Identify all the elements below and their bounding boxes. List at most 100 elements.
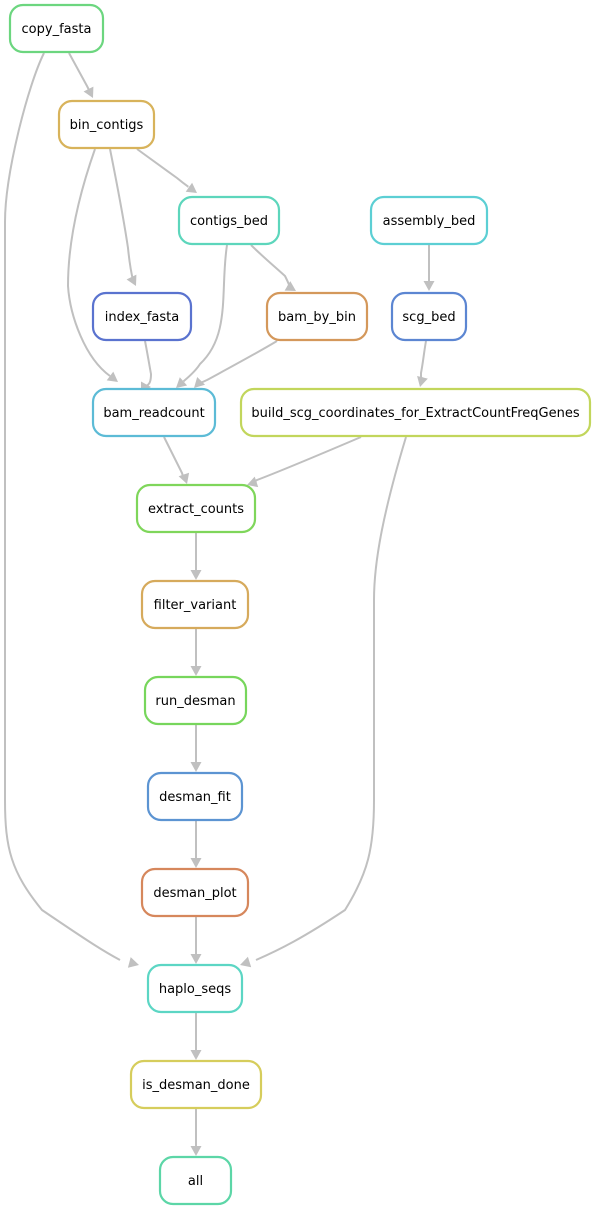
node-scg_bed[interactable]: scg_bed <box>390 291 468 342</box>
node-box <box>265 291 369 342</box>
edge-is_desman_done-to-all <box>190 1109 202 1156</box>
node-box <box>129 1059 263 1110</box>
node-bam_readcount[interactable]: bam_readcount <box>91 387 217 438</box>
edge-copy_fasta-to-haplo_seqs <box>3 52 139 968</box>
node-box <box>140 867 250 918</box>
edge-desman_fit-to-desman_plot <box>190 821 202 868</box>
edge-arrowhead <box>190 666 202 676</box>
edge-arrowhead <box>185 182 197 193</box>
edge-bin_contigs-to-contigs_bed <box>136 148 197 193</box>
node-label: desman_fit <box>159 790 231 805</box>
edge-desman_plot-to-haplo_seqs <box>190 917 202 964</box>
edge-arrowhead <box>423 281 435 291</box>
edge-arrowhead <box>190 570 202 580</box>
node-box <box>91 291 193 342</box>
node-box <box>177 195 281 246</box>
node-build_scg[interactable]: build_scg_coordinates_for_ExtractCountFr… <box>239 387 592 438</box>
node-index_fasta[interactable]: index_fasta <box>91 291 193 342</box>
edge-line <box>109 148 134 281</box>
node-box <box>239 387 592 438</box>
node-label: index_fasta <box>105 310 179 325</box>
edge-bin_contigs-to-index_fasta <box>109 148 137 286</box>
node-filter_variant[interactable]: filter_variant <box>140 579 250 630</box>
node-box <box>135 483 257 534</box>
edge-bam_readcount-to-extract_counts <box>163 436 190 484</box>
edge-line <box>182 244 228 383</box>
edge-line <box>419 340 427 381</box>
node-box <box>140 579 250 630</box>
edge-line <box>66 148 111 377</box>
edge-line <box>140 340 153 388</box>
edge-contigs_bed-to-bam_by_bin <box>250 244 296 291</box>
edge-arrowhead <box>190 954 202 964</box>
edge-line <box>197 340 278 385</box>
node-run_desman[interactable]: run_desman <box>143 675 248 726</box>
node-bam_by_bin[interactable]: bam_by_bin <box>265 291 369 342</box>
edge-layer <box>3 52 435 1156</box>
edge-arrowhead <box>176 377 188 388</box>
node-is_desman_done[interactable]: is_desman_done <box>129 1059 263 1110</box>
node-box <box>146 771 244 822</box>
edge-line <box>252 436 362 484</box>
edge-line <box>163 436 186 479</box>
node-all[interactable]: all <box>158 1155 233 1206</box>
edge-line <box>136 148 190 189</box>
node-box <box>390 291 468 342</box>
node-label: build_scg_coordinates_for_ExtractCountFr… <box>251 406 579 421</box>
edge-haplo_seqs-to-is_desman_done <box>190 1013 202 1060</box>
edge-build_scg-to-haplo_seqs <box>240 436 407 968</box>
node-label: bin_contigs <box>70 118 144 133</box>
node-label: scg_bed <box>402 310 455 325</box>
edge-line <box>250 244 291 288</box>
node-box <box>369 195 489 246</box>
node-label: bam_by_bin <box>278 310 356 325</box>
node-label: contigs_bed <box>190 214 268 229</box>
node-label: assembly_bed <box>383 214 476 229</box>
edge-build_scg-to-extract_counts <box>247 436 362 488</box>
edge-arrowhead <box>190 762 202 772</box>
node-label: run_desman <box>155 694 235 709</box>
edge-arrowhead <box>240 956 252 968</box>
edge-arrowhead <box>83 86 94 98</box>
node-label: copy_fasta <box>22 22 92 37</box>
node-box <box>57 99 156 150</box>
node-label: extract_counts <box>148 502 244 517</box>
edge-line <box>3 52 121 961</box>
edge-run_desman-to-desman_fit <box>190 725 202 772</box>
edge-contigs_bed-to-bam_readcount <box>176 244 228 388</box>
edge-bin_contigs-to-bam_readcount <box>66 148 118 382</box>
node-assembly_bed[interactable]: assembly_bed <box>369 195 489 246</box>
node-bin_contigs[interactable]: bin_contigs <box>57 99 156 150</box>
edge-copy_fasta-to-bin_contigs <box>68 52 94 98</box>
edge-arrowhead <box>194 377 205 388</box>
edge-line <box>68 52 91 93</box>
edge-index_fasta-to-bam_readcount <box>140 340 153 393</box>
node-contigs_bed[interactable]: contigs_bed <box>177 195 281 246</box>
edge-arrowhead <box>417 376 428 387</box>
edge-arrowhead <box>178 472 190 484</box>
edge-arrowhead <box>284 281 296 291</box>
node-desman_plot[interactable]: desman_plot <box>140 867 250 918</box>
edge-line <box>255 436 407 961</box>
edge-extract_counts-to-filter_variant <box>190 533 202 580</box>
node-label: haplo_seqs <box>159 982 232 997</box>
edge-arrowhead <box>127 957 139 968</box>
edge-arrowhead <box>190 858 202 868</box>
node-label: filter_variant <box>154 598 237 613</box>
node-box <box>8 3 105 54</box>
node-desman_fit[interactable]: desman_fit <box>146 771 244 822</box>
edge-arrowhead <box>190 1050 202 1060</box>
node-box <box>143 675 248 726</box>
node-label: all <box>188 1174 203 1189</box>
edge-filter_variant-to-run_desman <box>190 629 202 676</box>
node-box <box>158 1155 233 1206</box>
edge-scg_bed-to-build_scg <box>417 340 428 387</box>
node-haplo_seqs[interactable]: haplo_seqs <box>146 963 244 1014</box>
node-layer: copy_fasta bin_contigs contigs_bed assembly… <box>8 3 592 1206</box>
node-copy_fasta[interactable]: copy_fasta <box>8 3 105 54</box>
node-box <box>91 387 217 438</box>
node-extract_counts[interactable]: extract_counts <box>135 483 257 534</box>
node-label: bam_readcount <box>103 406 204 421</box>
node-box <box>146 963 244 1014</box>
